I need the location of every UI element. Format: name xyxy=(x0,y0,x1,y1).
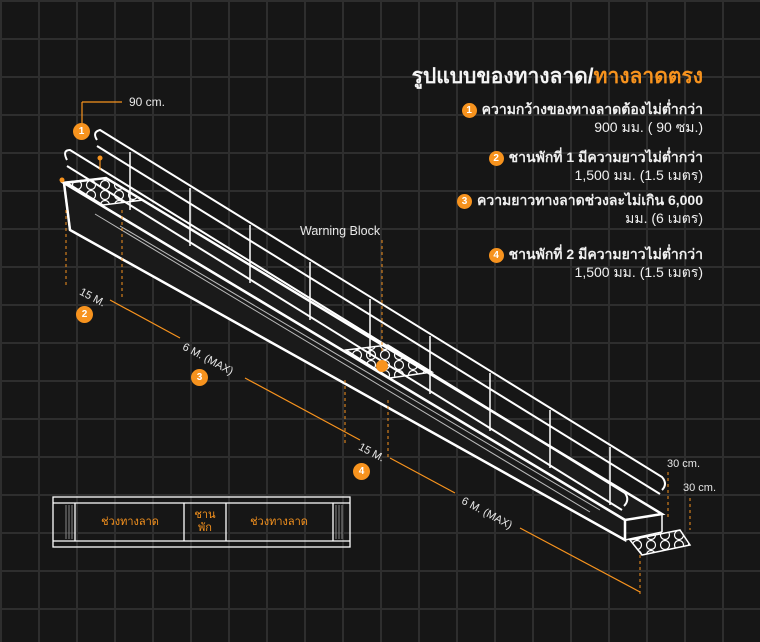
spec-line1-1: ความกว้างของทางลาดต้องไม่ต่ำกว่า xyxy=(481,101,703,117)
spec-num-3: 3 xyxy=(456,194,472,209)
spec-item-2: 2 ชานพักที่ 1 มีความยาวไม่ต่ำกว่า 1,500 ม… xyxy=(488,148,703,184)
plan-hatching xyxy=(65,505,343,539)
plan-view-labels: ช่วงทางลาด ชาน พัก ช่วงทางลาด xyxy=(53,497,350,547)
dimension-lines xyxy=(81,101,641,593)
spec-num-4: 4 xyxy=(488,248,504,263)
spec-line2-1: 900 มม. ( 90 ซม.) xyxy=(594,119,703,135)
spec-line1-2: ชานพักที่ 1 มีความยาวไม่ต่ำกว่า xyxy=(508,149,703,165)
title-main: รูปแบบของทางลาด/ xyxy=(411,65,594,88)
badge-2: 2 xyxy=(76,306,93,323)
spec-line1-4: ชานพักที่ 2 มีความยาวไม่ต่ำกว่า xyxy=(508,246,703,262)
spec-item-3: 3 ความยาวทางลาดช่วงละไม่เกิน 6,000 มม. (6… xyxy=(456,191,703,227)
spec-line1-3: ความยาวทางลาดช่วงละไม่เกิน 6,000 xyxy=(476,192,703,208)
ramp-side-panels xyxy=(94,213,601,513)
handrail-posts xyxy=(129,152,611,505)
dimension-dashes xyxy=(65,210,691,595)
spec-num-2: 2 xyxy=(488,151,504,166)
warning-block-label: Warning Block xyxy=(300,224,381,238)
spec-line2-2: 1,500 มม. (1.5 เมตร) xyxy=(574,167,703,183)
plan-right-label: ช่วงทางลาด xyxy=(250,516,308,528)
handrail-far xyxy=(94,128,666,495)
dim-30cm-a: 30 cm. xyxy=(667,458,701,470)
warning-block-top xyxy=(63,177,146,206)
spec-line2-4: 1,500 มม. (1.5 เมตร) xyxy=(574,264,703,280)
handrail-near xyxy=(64,148,629,511)
spec-item-4: 4 ชานพักที่ 2 มีความยาวไม่ต่ำกว่า 1,500 ม… xyxy=(488,245,703,281)
plan-middle-label: ชาน พัก xyxy=(194,509,216,534)
warning-block-bottom xyxy=(628,529,692,556)
badge-1: 1 xyxy=(73,123,90,140)
badge-4: 4 xyxy=(353,463,370,480)
badge-3: 3 xyxy=(191,369,208,386)
page-title: รูปแบบของทางลาด/ทางลาดตรง xyxy=(412,60,703,93)
plan-left-label: ช่วงทางลาด xyxy=(101,516,159,528)
dim-30cm-b: 30 cm. xyxy=(683,482,717,494)
title-highlight: ทางลาดตรง xyxy=(593,65,703,88)
width-label: 90 cm. xyxy=(129,95,166,109)
spec-line2-3: มม. (6 เมตร) xyxy=(625,210,703,226)
plan-view xyxy=(52,496,351,548)
marker-dots xyxy=(59,155,388,372)
spec-item-1: 1 ความกว้างของทางลาดต้องไม่ต่ำกว่า 900 มม… xyxy=(461,100,703,136)
spec-num-1: 1 xyxy=(461,103,477,118)
